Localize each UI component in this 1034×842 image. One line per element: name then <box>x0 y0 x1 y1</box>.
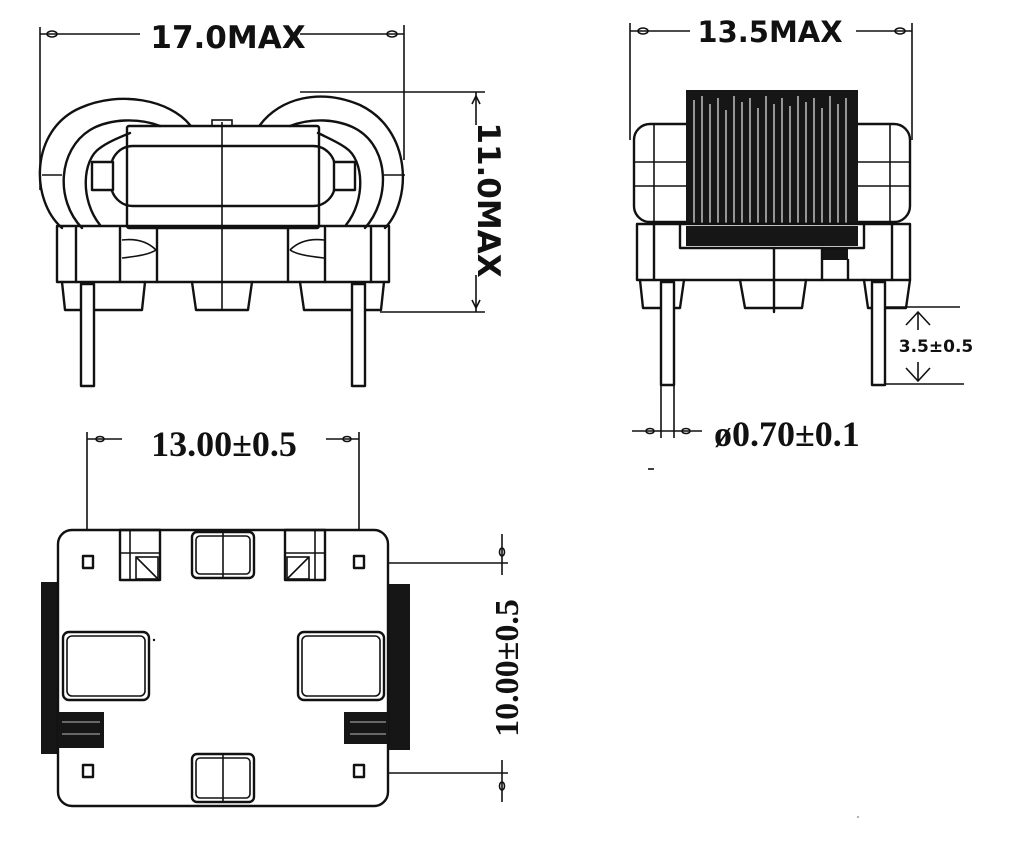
pin-length-label: 3.5±0.5 <box>899 337 973 357</box>
pin-hole <box>81 554 95 570</box>
front-height-label: 11.0MAX <box>470 122 506 277</box>
front-height-dimension: 11.0MAX <box>300 91 506 313</box>
bottom-view: 13.00±0.5 10.00±0.5 <box>41 424 526 808</box>
side-width-label: 13.5MAX <box>697 15 842 49</box>
pin-hole <box>352 763 366 779</box>
pin-hole <box>352 554 366 570</box>
side-view: 13.5MAX <box>629 15 973 470</box>
pin-diameter-dimension: ø0.70±0.1 <box>632 385 860 470</box>
side-width-dimension: 13.5MAX <box>629 15 913 140</box>
pin-length-dimension: 3.5±0.5 <box>886 306 973 385</box>
pin-spacing-y-dimension: 10.00±0.5 <box>372 534 526 802</box>
pin-spacing-x-dimension: 13.00±0.5 <box>86 424 360 555</box>
pin-spacing-x-label: 13.00±0.5 <box>151 424 297 464</box>
front-view: 17.0MAX 11.0MAX <box>38 20 506 388</box>
pin-spacing-y-label: 10.00±0.5 <box>489 599 526 737</box>
front-width-dimension: 17.0MAX <box>39 20 405 190</box>
coil-winding <box>686 90 858 260</box>
pin-diameter-label: ø0.70±0.1 <box>714 414 860 454</box>
front-width-label: 17.0MAX <box>150 20 305 56</box>
pin-hole <box>81 763 95 779</box>
